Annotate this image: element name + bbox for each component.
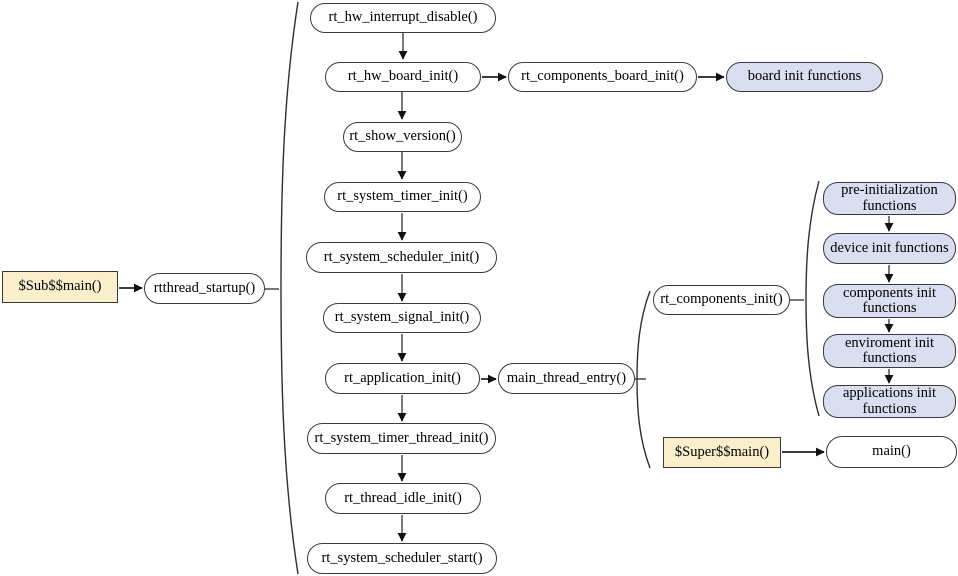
node-components-init-functions: components init functions: [823, 284, 956, 318]
node-rt-thread-idle-init: rt_thread_idle_init(): [325, 483, 481, 514]
node-sub-main: $Sub$$main(): [2, 271, 118, 303]
node-board-init-functions: board init functions: [726, 62, 883, 92]
node-rtthread-startup: rtthread_startup(): [144, 273, 265, 304]
node-rt-components-board-init: rt_components_board_init(): [508, 62, 697, 92]
node-rt-hw-interrupt-disable: rt_hw_interrupt_disable(): [310, 3, 496, 33]
node-rt-system-signal-init: rt_system_signal_init(): [323, 303, 481, 333]
brace-components-group: [805, 180, 820, 417]
node-enviroment-init-functions: enviroment init functions: [823, 334, 956, 368]
node-device-init-functions: device init functions: [823, 233, 956, 264]
node-applications-init-functions: applications init functions: [823, 385, 956, 418]
node-rt-application-init: rt_application_init(): [325, 363, 480, 394]
node-main: main(): [826, 436, 957, 468]
node-rt-system-scheduler-init: rt_system_scheduler_init(): [306, 242, 497, 273]
node-main-thread-entry: main_thread_entry(): [498, 363, 635, 394]
node-rt-system-timer-init: rt_system_timer_init(): [324, 182, 481, 212]
node-rt-components-init: rt_components_init(): [653, 285, 790, 315]
brace-startup-group: [280, 1, 299, 575]
node-pre-initialization-functions: pre-initialization functions: [823, 182, 956, 215]
node-rt-system-timer-thread-init: rt_system_timer_thread_init(): [307, 423, 496, 454]
node-super-main: $Super$$main(): [663, 437, 781, 468]
node-rt-show-version: rt_show_version(): [343, 122, 462, 152]
node-rt-hw-board-init: rt_hw_board_init(): [325, 62, 481, 92]
node-rt-system-scheduler-start: rt_system_scheduler_start(): [307, 543, 497, 574]
